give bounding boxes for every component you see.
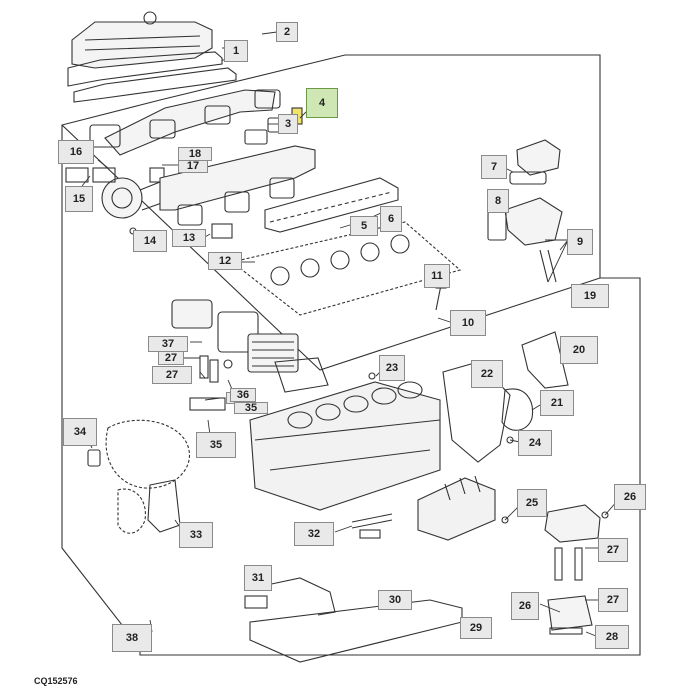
timing-cover-seal <box>501 388 534 431</box>
callout-13: 13 <box>172 229 206 247</box>
valve-cover-gasket <box>67 51 223 87</box>
callout-9: 9 <box>567 229 593 255</box>
callout-31: 31 <box>244 565 272 591</box>
callout-19: 19 <box>571 284 609 308</box>
callout-3: 3 <box>278 114 298 134</box>
exhaust-manifold <box>89 89 281 156</box>
oil-cooler-gasket <box>274 357 329 393</box>
callout-37: 37 <box>148 336 188 352</box>
callout-17: 17 <box>178 159 208 173</box>
head-gasket <box>230 221 462 316</box>
callout-10: 10 <box>450 310 486 336</box>
callout-22: 22 <box>471 360 503 388</box>
valve-cover <box>71 11 213 69</box>
callout-8: 8 <box>487 189 509 213</box>
front-seal-plate <box>105 419 191 489</box>
breather-fitting <box>87 449 101 467</box>
callout-23: 23 <box>379 355 405 381</box>
rocker-gasket <box>264 177 399 233</box>
figure-code: CQ152576 <box>34 676 78 686</box>
callout-33: 33 <box>179 522 213 548</box>
callout-27c: 27 <box>158 351 184 365</box>
callout-30: 30 <box>378 590 412 610</box>
pickup-tube <box>261 577 336 616</box>
callout-5: 5 <box>350 216 378 236</box>
callout-4: 4 <box>306 88 338 118</box>
rear-cover-gasket <box>147 479 181 533</box>
callout-32: 32 <box>294 522 334 546</box>
callout-35b: 35 <box>234 402 268 414</box>
callout-27b: 27 <box>598 588 628 612</box>
callout-16: 16 <box>58 140 94 164</box>
callout-35a: 35 <box>196 432 236 458</box>
callout-28: 28 <box>595 625 629 649</box>
callout-24: 24 <box>518 430 552 456</box>
thermostat-housing <box>516 139 561 176</box>
injection-pump <box>417 475 496 541</box>
valve-cover-gasket-2 <box>73 67 237 103</box>
water-pump <box>544 504 601 543</box>
turbocharger <box>101 167 171 219</box>
callout-18: 18 <box>178 147 212 161</box>
callout-20: 20 <box>560 336 598 364</box>
callout-15: 15 <box>65 186 93 212</box>
oil-filter-head <box>171 299 213 329</box>
cover-gasket-20 <box>521 331 569 389</box>
callout-27a: 27 <box>598 538 628 562</box>
callout-29: 29 <box>460 617 492 639</box>
callout-26a: 26 <box>614 484 646 510</box>
intake-manifold <box>159 145 316 226</box>
oil-cooler <box>247 333 299 373</box>
callout-12: 12 <box>208 252 242 270</box>
callout-27d: 27 <box>152 366 192 384</box>
upper-kit-boundary <box>61 124 601 371</box>
callout-38: 38 <box>112 624 152 652</box>
turbo-gasket <box>65 167 89 183</box>
callout-36: 36 <box>230 388 256 402</box>
callout-1: 1 <box>224 40 248 62</box>
callout-6: 6 <box>380 206 402 232</box>
callout-2: 2 <box>276 22 298 42</box>
callout-26b: 26 <box>511 592 539 620</box>
callout-7: 7 <box>481 155 507 179</box>
callout-11: 11 <box>424 264 450 288</box>
callout-14: 14 <box>133 230 167 252</box>
callout-34: 34 <box>63 418 97 446</box>
callout-21: 21 <box>540 390 574 416</box>
engine-block <box>249 381 441 511</box>
water-outlet <box>504 197 563 246</box>
callout-25: 25 <box>517 489 547 517</box>
kit-boundary <box>61 54 641 656</box>
oil-pump <box>547 595 593 631</box>
manifold-gasket <box>244 129 268 145</box>
oil-pan-gasket <box>249 599 463 663</box>
